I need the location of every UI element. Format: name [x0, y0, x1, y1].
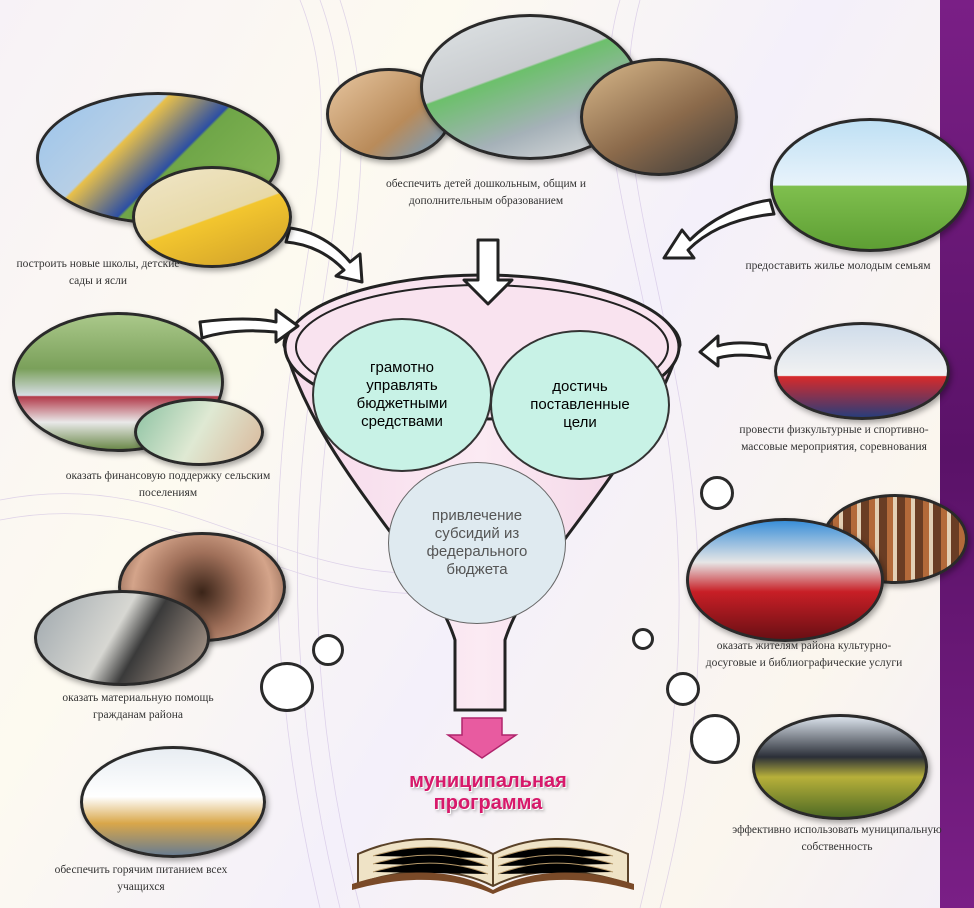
caption-rural: оказать финансовую поддержку сельским по…	[65, 470, 271, 499]
caption-housing: предоставить жилье молодым семьям	[745, 260, 931, 272]
bubble	[312, 634, 344, 666]
caption-schools: построить новые школы, детские сады и яс…	[16, 258, 180, 287]
program-title: муниципальная программа	[409, 770, 567, 814]
bubble	[690, 714, 740, 764]
kindergarten-photo	[132, 166, 292, 268]
bubble	[666, 672, 700, 706]
caption-property: эффективно использовать муниципальную со…	[732, 824, 942, 853]
housing-photo	[770, 118, 970, 252]
goal-achieve-text: достичь поставленные цели	[530, 378, 630, 431]
arrow-icon	[662, 198, 776, 260]
bubble	[260, 662, 314, 712]
caption-education: обеспечить детей дошкольным, общим и доп…	[386, 178, 586, 207]
office-photo	[34, 590, 210, 686]
meals-photo	[80, 746, 266, 858]
arrow-icon	[698, 334, 772, 368]
bubble	[632, 628, 654, 650]
caption-material: оказать материальную помощь гражданам ра…	[62, 692, 214, 721]
sport-photo	[774, 322, 950, 420]
arrow-icon	[445, 717, 519, 759]
goal-achieve: достичь поставленные цели	[490, 330, 670, 480]
goal-manage-budget-text: грамотно управлять бюджетными средствами	[356, 359, 448, 430]
handshake-photo	[752, 714, 928, 820]
caption-sport: провести физкультурные и спортивно-массо…	[739, 424, 929, 453]
arrow-icon	[198, 308, 300, 344]
goal-subsidies: привлечение субсидий из федерального бюд…	[388, 462, 566, 624]
caption-meals: обеспечить горячим питанием всех учащихс…	[54, 864, 228, 893]
concert-photo	[686, 518, 884, 642]
arrow-icon	[284, 226, 364, 284]
book-icon	[352, 837, 634, 894]
arrow-icon	[462, 238, 514, 306]
extra-education-photo	[580, 58, 738, 176]
bubble	[700, 476, 734, 510]
money-photo	[134, 398, 264, 466]
goal-subsidies-text: привлечение субсидий из федерального бюд…	[426, 507, 528, 578]
caption-culture: оказать жителям района культурно-досугов…	[705, 640, 903, 669]
